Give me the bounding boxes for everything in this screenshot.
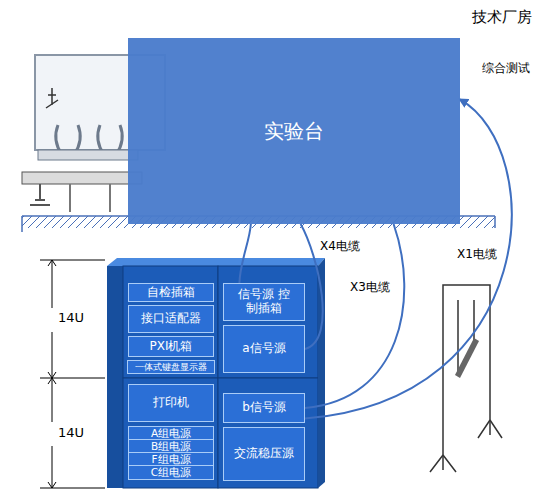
- unit-label: PXI机箱: [150, 340, 193, 354]
- dimension-tick: [40, 488, 105, 489]
- dimension-line: [52, 446, 53, 488]
- unit-label: 信号源 控制插箱: [237, 288, 291, 316]
- bench-post: [70, 184, 110, 212]
- unit-label: C组电源: [151, 466, 191, 478]
- dimension-line: [52, 260, 53, 308]
- unit-label: 自检插箱: [147, 286, 195, 300]
- rack-unit: 一体式键盘显示器: [127, 360, 215, 374]
- dimension-label: 14U: [58, 310, 84, 325]
- rack-unit: b信号源: [223, 393, 305, 423]
- test-antenna: [455, 338, 479, 378]
- rack-body: [218, 378, 318, 488]
- dimension-arrow: [48, 260, 56, 488]
- dimension-tick: [40, 260, 105, 261]
- cable-label: X1电缆: [455, 246, 499, 263]
- dimension-line: [52, 332, 53, 378]
- rack-unit: C组电源: [128, 465, 214, 480]
- cable: [305, 224, 404, 408]
- area-label: 综合测试: [482, 60, 530, 77]
- cable-label: X3电缆: [348, 279, 392, 296]
- unit-label: 实验台: [264, 120, 324, 143]
- rack-body: [123, 378, 218, 488]
- rack-unit: 信号源 控制插箱: [223, 283, 305, 321]
- rack-unit: 接口适配器: [128, 305, 214, 333]
- rack-unit: 交流稳压源: [223, 427, 305, 481]
- floor-edge: [494, 216, 496, 228]
- area-label: 技术厂房: [472, 8, 532, 27]
- bench-leg: [30, 184, 50, 205]
- rack-unit: PXI机箱: [128, 336, 214, 357]
- unit-label: 打印机: [153, 396, 189, 410]
- unit-label: 接口适配器: [141, 312, 201, 326]
- rack-top: [107, 258, 325, 266]
- cable: [239, 224, 250, 283]
- test-stand: [430, 285, 502, 472]
- rack-unit: 自检插箱: [128, 283, 214, 302]
- bench-symbol: [46, 88, 58, 108]
- unit-label: B组电源: [151, 440, 191, 452]
- cable-label: X4电缆: [318, 238, 362, 255]
- unit-label: 交流稳压源: [234, 447, 294, 461]
- bench-rail: [38, 150, 138, 160]
- rack-body: [123, 266, 218, 378]
- dimension-line: [52, 378, 53, 422]
- rack-unit: 打印机: [128, 384, 214, 422]
- unit-label: a信号源: [242, 342, 285, 356]
- unit-label: b信号源: [242, 401, 286, 415]
- rack-unit: a信号源: [223, 325, 305, 373]
- unit-label: A组电源: [151, 427, 191, 439]
- rack-body: [218, 266, 318, 378]
- dimension-label: 14U: [58, 425, 84, 440]
- bench-table: [22, 172, 142, 184]
- unit-label: F组电源: [151, 453, 190, 465]
- unit-label: 一体式键盘显示器: [135, 362, 207, 372]
- dimension-tick: [40, 378, 105, 379]
- floor-edge: [21, 216, 23, 232]
- rack-side: [107, 266, 123, 488]
- test-bench: 实验台: [128, 38, 460, 224]
